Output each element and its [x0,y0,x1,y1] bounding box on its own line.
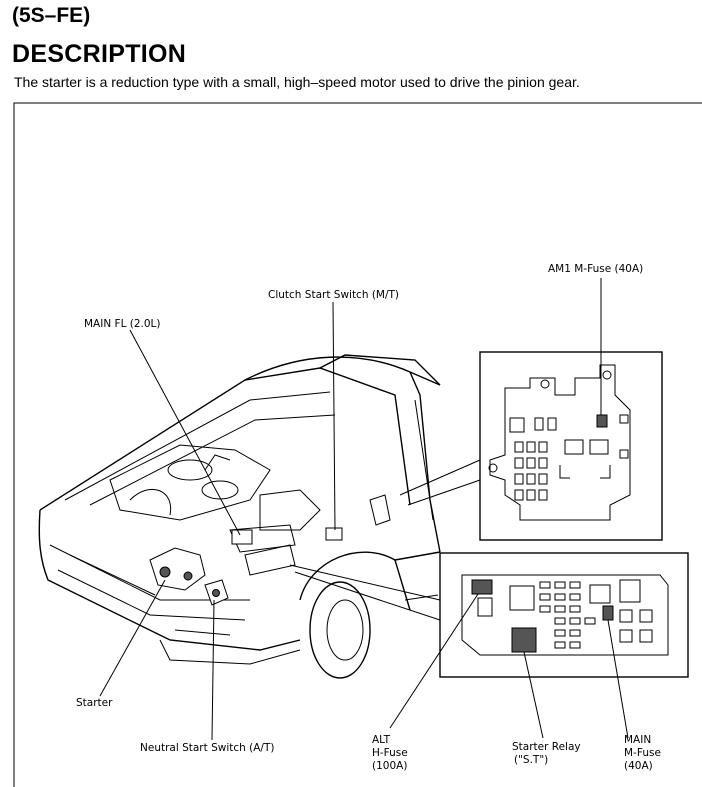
section-title: DESCRIPTION [12,40,187,68]
label-alt-fuse-line3: (100A) [372,760,407,772]
label-main-fl: MAIN FL (2.0L) [84,318,161,330]
label-main-fuse-line3: (40A) [624,760,653,772]
label-starter-relay-line2: ("S.T") [514,754,548,766]
label-alt-fuse-line1: ALT [372,734,391,746]
label-starter-relay-line1: Starter Relay [512,741,581,753]
figure-frame [13,102,702,787]
label-am1-fuse: AM1 M-Fuse (40A) [548,263,643,275]
fuse-block-inset-lower [289,552,689,678]
model-header: (5S–FE) [12,4,91,27]
label-main-fuse-line1: MAIN [624,734,651,746]
label-alt-fuse-line2: H-Fuse [372,747,408,759]
label-starter: Starter [76,697,113,709]
section-description: The starter is a reduction type with a s… [14,74,580,90]
vehicle-illustration [38,354,441,679]
label-main-fuse-line2: M-Fuse [624,747,661,759]
leader-lines [99,278,629,741]
label-neutral-start-switch: Neutral Start Switch (A/T) [140,742,274,754]
label-clutch-start-switch: Clutch Start Switch (M/T) [268,289,399,301]
fuse-block-inset-upper [399,351,663,541]
